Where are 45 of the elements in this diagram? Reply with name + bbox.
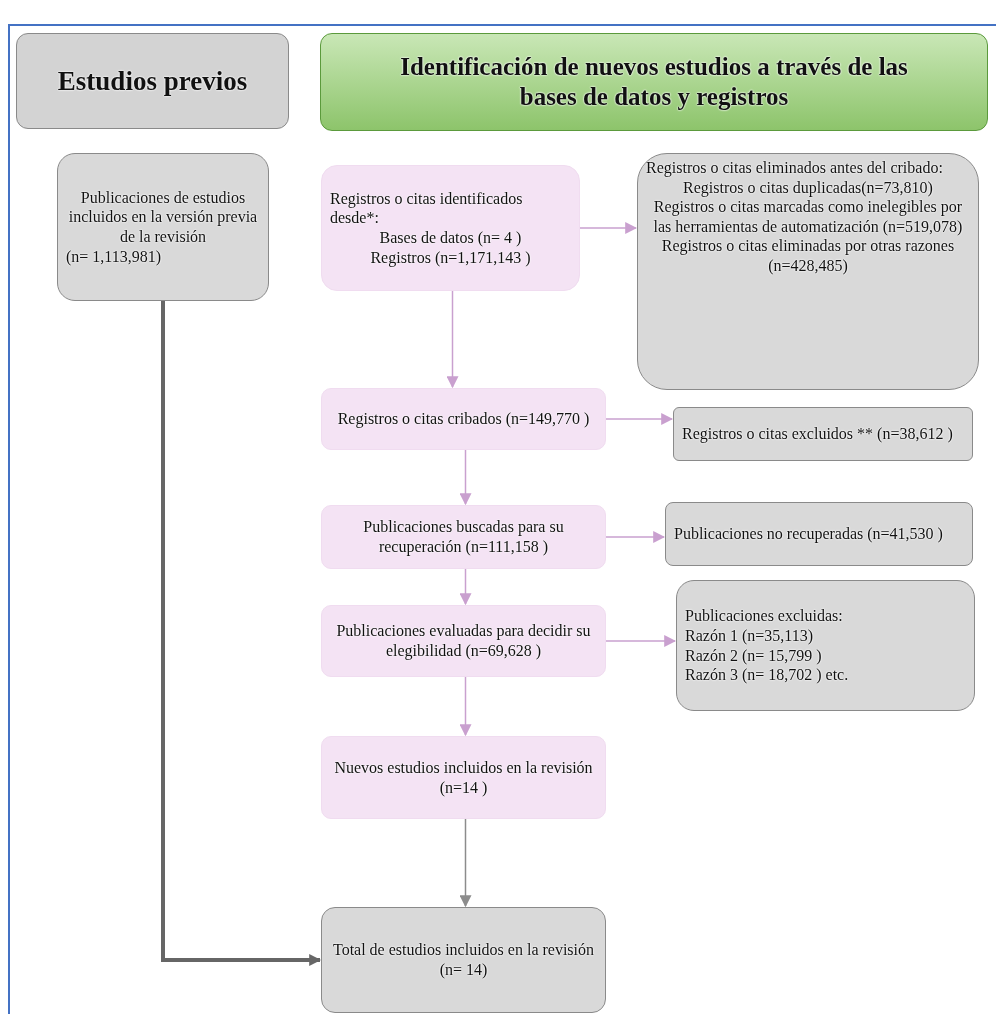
process-box	[321, 736, 606, 819]
box-text: Registros o citas cribados (n=149,770 )	[336, 409, 591, 429]
process-box	[321, 907, 606, 1013]
heading-text: Identificación de nuevos estudios a través de las bases de datos y registros	[399, 51, 909, 112]
arrow	[605, 413, 674, 425]
box-text: Bases de datos (n= 4 )	[378, 228, 523, 248]
box-text: Registros o citas excluidos ** (n=38,612 )	[682, 424, 954, 444]
arrow	[459, 676, 472, 737]
heading-text: Estudios previos	[56, 64, 249, 98]
arrow	[605, 531, 666, 543]
arrow	[459, 449, 472, 506]
box-text: Nuevos estudios incluidos en la revisión (n=14 )	[333, 758, 594, 797]
process-box	[321, 388, 606, 450]
process-box	[673, 407, 973, 461]
process-box	[321, 165, 580, 291]
box-text: Publicaciones evaluadas para decidir su elegibilidad (n=69,628 )	[335, 621, 592, 661]
box-text: Registros o citas marcadas como inelegibles por las herramientas de automatización (n=519,078)	[652, 197, 964, 237]
box-text: Razón 1 (n=35,113)	[685, 626, 814, 646]
process-box	[665, 502, 973, 566]
box-text: Total de estudios incluidos en la revisión (n= 14)	[331, 940, 596, 980]
arrow	[459, 818, 472, 908]
box-text: (n= 1,113,981)	[66, 246, 163, 267]
box-text: Razón 3 (n= 18,702 ) etc.	[685, 665, 850, 685]
header-box	[16, 33, 289, 129]
arrow	[579, 222, 638, 234]
box-text: Publicaciones buscadas para su recuperación (n=111,158 )	[362, 517, 565, 557]
box-text: Registros o citas identificados desde*:	[330, 188, 524, 228]
arrow	[605, 635, 677, 647]
box-text: Publicaciones de estudios incluidos en la versión previa de la revisión	[67, 187, 259, 247]
process-box	[676, 580, 975, 711]
arrow	[161, 301, 322, 966]
process-box	[321, 505, 606, 569]
box-text: Registros (n=1,171,143 )	[369, 247, 532, 268]
header-box	[320, 33, 988, 131]
box-text: Registros o citas duplicadas(n=73,810)	[682, 177, 934, 198]
box-text: Publicaciones excluidas:	[685, 606, 844, 626]
process-box	[57, 153, 269, 301]
box-text: Publicaciones no recuperadas (n=41,530 )	[674, 524, 944, 544]
process-box	[637, 153, 979, 390]
box-text: Razón 2 (n= 15,799 )	[685, 645, 823, 665]
arrow	[459, 568, 472, 606]
arrow	[446, 290, 459, 389]
box-text: Registros o citas eliminadas por otras razones (n=428,485)	[660, 236, 956, 276]
process-box	[321, 605, 606, 677]
box-text: Registros o citas eliminados antes del cribado:	[646, 158, 944, 178]
